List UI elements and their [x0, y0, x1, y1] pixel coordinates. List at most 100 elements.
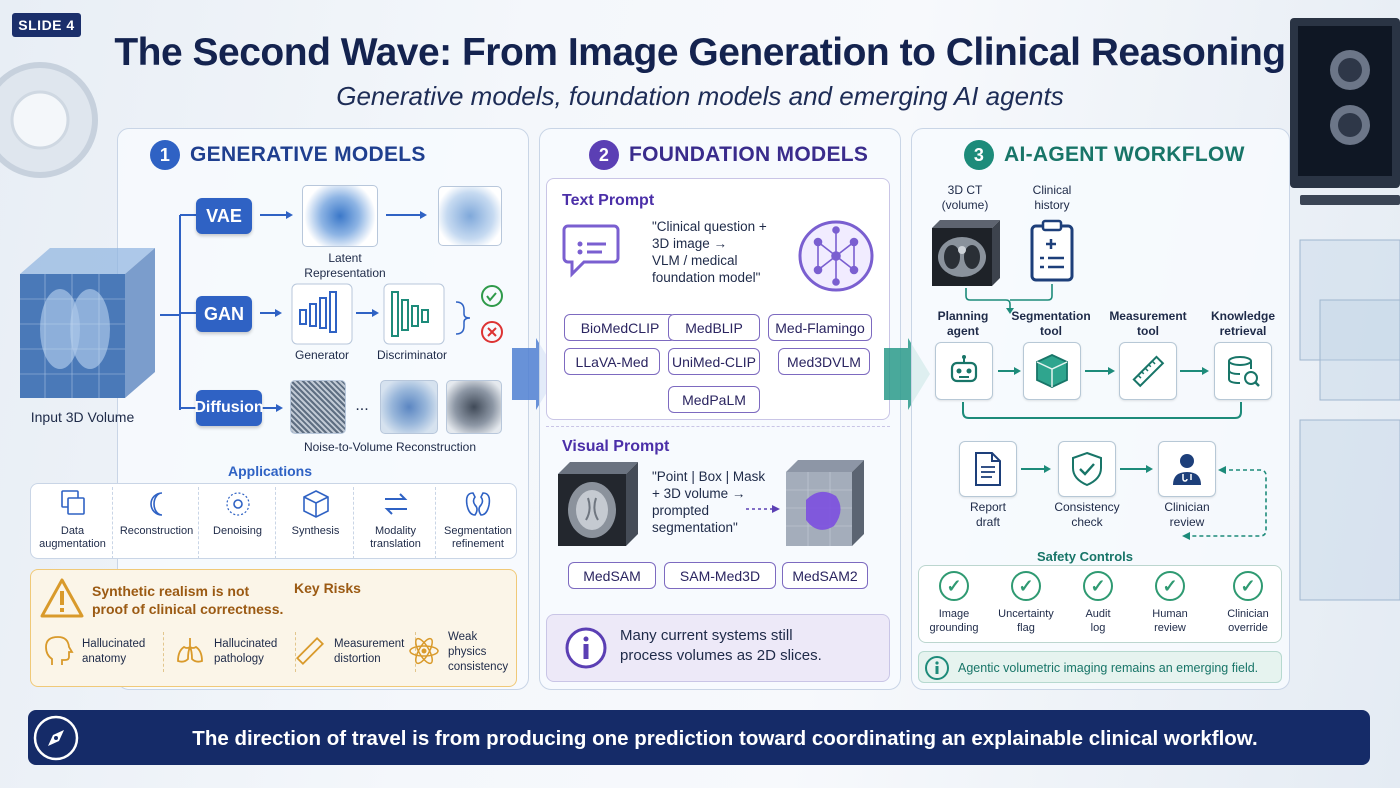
safety-control-label: Audit log	[1085, 608, 1111, 634]
cube-icon	[1036, 354, 1068, 388]
vae-button[interactable]: VAE	[196, 198, 252, 234]
cube-icon	[302, 490, 329, 518]
panel2-number: 2	[589, 140, 619, 170]
page-subtitle: Generative models, foundation models and…	[336, 81, 1064, 111]
safety-control-item: ✓ Audit log	[1068, 571, 1128, 635]
database-icon	[1228, 356, 1260, 387]
application-label: Synthesis	[291, 525, 340, 537]
risk-label: Weak physics consistency	[448, 630, 509, 673]
ruler-icon	[295, 636, 325, 666]
panel1-title: GENERATIVE MODELS	[190, 143, 426, 166]
panel3-header: 3 AI-AGENT WORKFLOW	[964, 140, 1245, 170]
text-prompt-quote: "Clinical question + 3D image → VLM / me…	[652, 219, 767, 285]
agent-tool-box[interactable]	[1023, 342, 1081, 400]
agent-label: Segmentation tool	[1011, 309, 1091, 338]
agent-tool-box[interactable]	[1214, 342, 1272, 400]
target-icon	[225, 492, 250, 516]
agent-label: Measurement tool	[1109, 309, 1187, 338]
agent-tool-box[interactable]	[1119, 342, 1177, 400]
workflow-step-box[interactable]	[1158, 441, 1216, 497]
panel2-header: 2 FOUNDATION MODELS	[589, 140, 868, 170]
vae-output-volume-icon	[438, 186, 502, 246]
model-pill[interactable]: MedBLIP	[668, 314, 760, 341]
panel1-number: 1	[150, 140, 180, 170]
noise-reconstruction-label: Noise-to-Volume Reconstruction	[303, 440, 477, 454]
latent-label: Latent Representation	[304, 251, 386, 280]
application-label: Data augmentation	[39, 525, 106, 550]
text-prompt-title: Text Prompt	[562, 192, 655, 209]
generator-label: Generator	[294, 348, 350, 362]
application-item: Modality translation	[356, 487, 436, 559]
application-item: Data augmentation	[33, 487, 113, 559]
robot-icon	[950, 355, 978, 383]
safety-control-label: Clinician override	[1227, 608, 1269, 634]
safety-control-item: ✓ Image grounding	[924, 571, 984, 635]
safety-control-item: ✓ Uncertainty flag	[996, 571, 1056, 635]
diffusion-button[interactable]: Diffusion	[194, 390, 264, 426]
model-pill[interactable]: LLaVA-Med	[564, 348, 660, 375]
application-item: Denoising	[200, 487, 276, 559]
page-title: The Second Wave: From Image Generation t…	[114, 31, 1286, 74]
check-circle-icon: ✓	[1155, 571, 1185, 601]
warning-text: Synthetic realism is not proof of clinic…	[92, 583, 284, 617]
application-item: Synthesis	[278, 487, 354, 559]
noise-volume-icon	[290, 380, 346, 434]
ruler-icon	[1132, 355, 1165, 388]
risk-item: Hallucinated anatomy	[42, 632, 164, 672]
document-icon	[975, 452, 1001, 486]
ct-volume-label: 3D CT (volume)	[941, 183, 989, 212]
application-item: Segmentation refinement	[438, 487, 518, 559]
safety-control-label: Image grounding	[929, 608, 979, 634]
visual-prompt-quote: "Point | Box | Mask + 3D volume → prompt…	[652, 469, 766, 535]
clinical-history-label: Clinical history	[1032, 183, 1072, 212]
panel3-number: 3	[964, 140, 994, 170]
note-box	[918, 651, 1282, 683]
head-icon	[45, 636, 74, 665]
application-label: Modality translation	[370, 525, 421, 550]
doctor-icon	[1173, 454, 1201, 485]
partial-volume-icon	[380, 380, 438, 434]
slide-tag: SLIDE 4	[12, 13, 81, 37]
moon-icon	[149, 492, 162, 516]
swap-icon	[384, 493, 407, 515]
segmentation-model-pill[interactable]: MedSAM	[568, 562, 656, 589]
panel1-header: 1 GENERATIVE MODELS	[150, 140, 426, 170]
safety-control-label: Uncertainty flag	[998, 608, 1054, 634]
segmentation-model-pill[interactable]: MedSAM2	[782, 562, 868, 589]
discriminator-label: Discriminator	[376, 348, 447, 362]
note-text: Agentic volumetric imaging remains an em…	[958, 661, 1259, 675]
safety-controls-title: Safety Controls	[1036, 549, 1134, 564]
model-pill[interactable]: BioMedCLIP	[564, 314, 676, 341]
workflow-step-label: Consistency check	[1054, 500, 1120, 529]
segmentation-model-pill[interactable]: SAM-Med3D	[664, 562, 776, 589]
risk-label: Hallucinated anatomy	[82, 638, 146, 665]
model-pill[interactable]: Med-Flamingo	[768, 314, 872, 341]
footer-text: The direction of travel is from producin…	[192, 727, 1258, 750]
risk-label: Measurement distortion	[334, 638, 405, 665]
gan-button[interactable]: GAN	[196, 296, 252, 332]
visual-prompt-box	[546, 426, 890, 602]
check-circle-icon: ✓	[1083, 571, 1113, 601]
agent-tool-box[interactable]	[935, 342, 993, 400]
workflow-step-box[interactable]	[1058, 441, 1116, 497]
kidney-icon	[465, 492, 491, 516]
agent-label: Knowledge retrieval	[1210, 309, 1275, 338]
model-pill[interactable]: Med3DVLM	[778, 348, 870, 375]
model-pill[interactable]: UniMed-CLIP	[668, 348, 760, 375]
check-circle-icon: ✓	[1233, 571, 1263, 601]
workflow-step-box[interactable]	[959, 441, 1017, 497]
shield-check-icon	[1072, 451, 1102, 487]
check-circle-icon: ✓	[1011, 571, 1041, 601]
diffusion-ellipsis: ...	[355, 397, 369, 414]
safety-control-label: Human review	[1152, 608, 1188, 634]
visual-prompt-title: Visual Prompt	[562, 438, 670, 455]
reconstructed-volume-icon	[446, 380, 502, 434]
text-prompt-box	[546, 178, 890, 420]
workflow-step-label: Clinician review	[1164, 500, 1210, 529]
input-volume-label: Input 3D Volume	[30, 409, 135, 425]
application-label: Segmentation refinement	[444, 525, 512, 550]
model-pill[interactable]: MedPaLM	[668, 386, 760, 413]
risk-label: Hallucinated pathology	[214, 638, 278, 665]
panel2-title: FOUNDATION MODELS	[629, 143, 869, 166]
workflow-step-label: Report draft	[969, 500, 1007, 529]
